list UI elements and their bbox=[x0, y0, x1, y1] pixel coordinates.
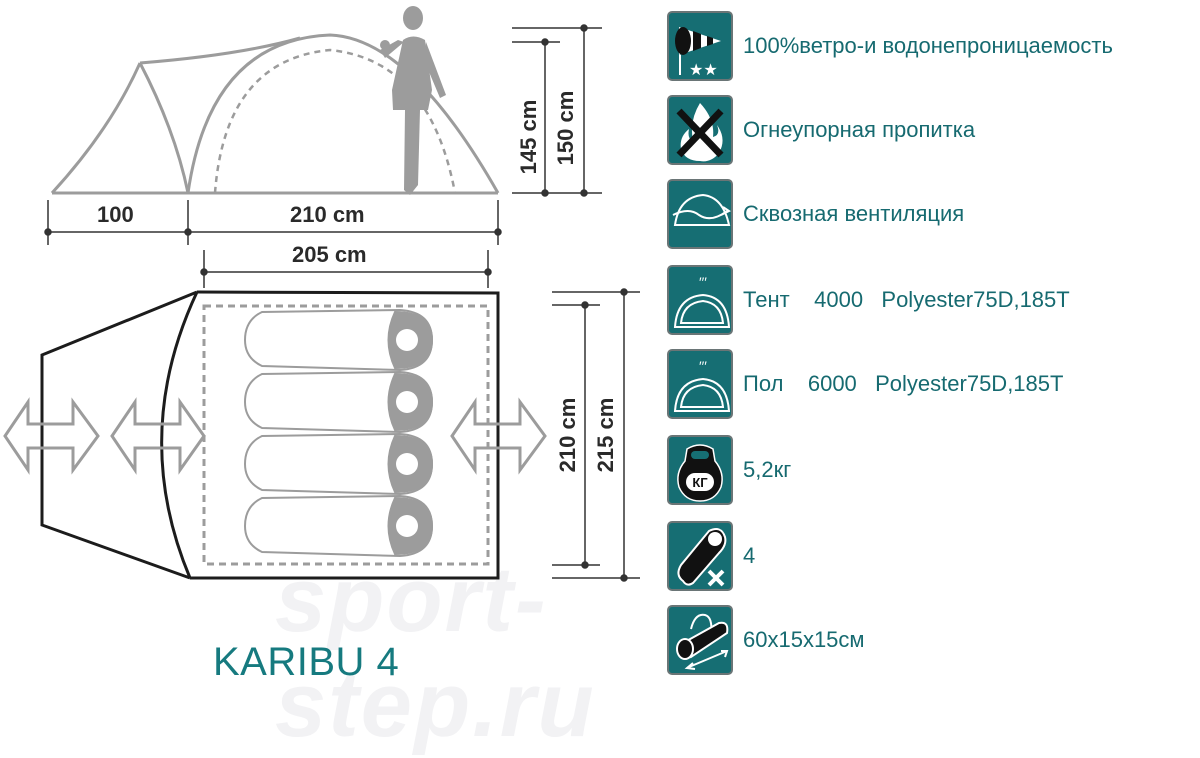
top-inner-length-label: 205 cm bbox=[292, 242, 367, 267]
weight-icon: КГ bbox=[667, 435, 733, 505]
svg-text:′′′: ′′′ bbox=[699, 274, 707, 290]
packed-bag-icon bbox=[667, 605, 733, 675]
feature-fireproof: Огнеупорная пропитка bbox=[667, 94, 975, 166]
feature-floor-waterproof: ′′′ Пол 6000 Polyester75D,185T bbox=[667, 348, 1063, 420]
side-dimensions bbox=[44, 24, 602, 288]
side-inner-length-label: 210 cm bbox=[290, 202, 365, 227]
product-title: KARIBU 4 bbox=[213, 640, 400, 684]
sleeping-bags bbox=[243, 308, 434, 558]
vestibule-length-label: 100 bbox=[97, 202, 134, 227]
feature-text: Сквозная вентиляция bbox=[743, 201, 965, 226]
svg-text:★★: ★★ bbox=[689, 62, 718, 79]
airflow-arrows-icon bbox=[3, 397, 547, 475]
sleeping-bag-icon bbox=[667, 521, 733, 591]
feature-packed-size: 60x15x15см bbox=[667, 604, 865, 676]
tent-diagram: sport-step.ru bbox=[0, 0, 660, 756]
inner-height-label: 145 cm bbox=[516, 99, 541, 175]
feature-ventilation: Сквозная вентиляция bbox=[667, 178, 964, 250]
feature-text: 4 bbox=[743, 543, 756, 568]
ventilation-icon bbox=[667, 179, 733, 249]
feature-text: Огнеупорная пропитка bbox=[743, 117, 976, 142]
feature-text: 60x15x15см bbox=[743, 627, 865, 652]
rain-fly-icon: ′′′ bbox=[667, 265, 733, 335]
svg-text:′′′: ′′′ bbox=[699, 358, 707, 374]
svg-text:КГ: КГ bbox=[692, 475, 708, 490]
tent-drawing bbox=[3, 6, 640, 582]
inner-width-label: 210 cm bbox=[555, 397, 580, 473]
person-silhouette-icon bbox=[380, 6, 446, 195]
outer-height-label: 150 cm bbox=[553, 90, 578, 166]
side-view bbox=[50, 33, 500, 195]
feature-weight: КГ 5,2кг bbox=[667, 434, 791, 506]
feature-text: Пол 6000 Polyester75D,185T bbox=[743, 371, 1064, 396]
feature-waterproof: ★★ 100%ветро-и водонепроницаемость bbox=[667, 10, 1113, 82]
top-view bbox=[40, 290, 500, 580]
outer-width-label: 215 cm bbox=[593, 397, 618, 473]
windsock-icon: ★★ bbox=[667, 11, 733, 81]
feature-text: 100%ветро-и водонепроницаемость bbox=[743, 33, 1113, 58]
feature-text: Тент 4000 Polyester75D,185T bbox=[743, 287, 1070, 312]
fireproof-icon bbox=[667, 95, 733, 165]
rain-floor-icon: ′′′ bbox=[667, 349, 733, 419]
feature-text: 5,2кг bbox=[743, 457, 792, 482]
feature-capacity: 4 bbox=[667, 520, 755, 592]
feature-fly-waterproof: ′′′ Тент 4000 Polyester75D,185T bbox=[667, 264, 1070, 336]
